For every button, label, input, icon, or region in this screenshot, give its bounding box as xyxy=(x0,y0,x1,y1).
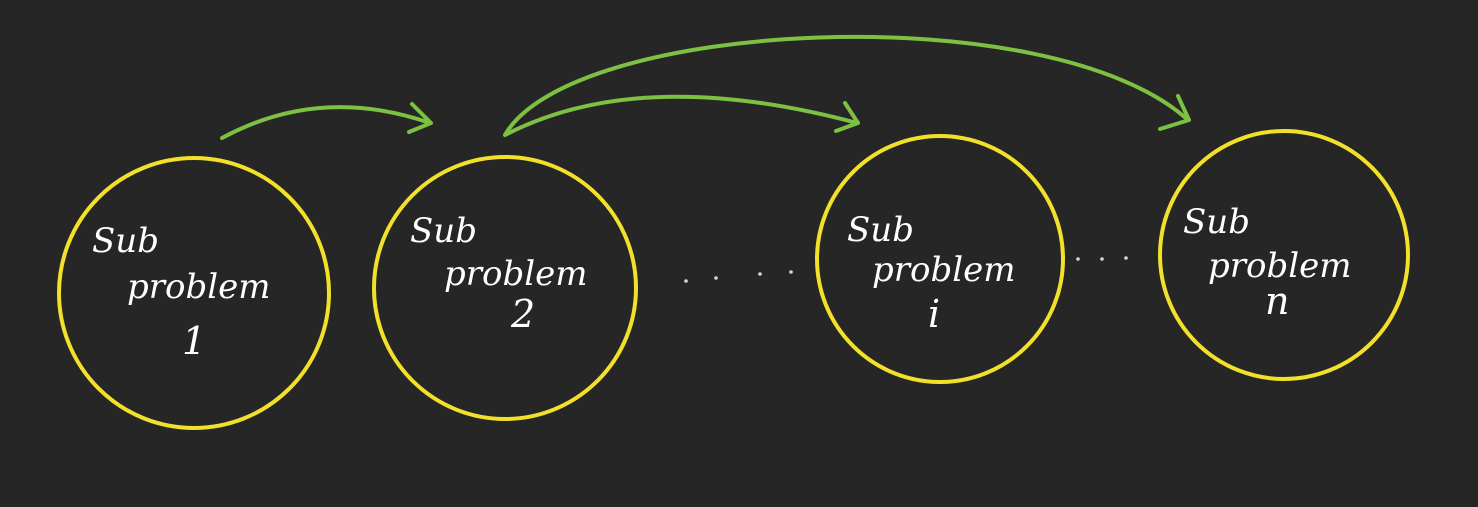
node-sub-problem-n: Sub problem n xyxy=(1158,129,1410,381)
edge-1-to-2 xyxy=(220,102,433,140)
node-outline xyxy=(372,155,638,421)
node-outline xyxy=(1158,129,1410,381)
node-label-line2: problem xyxy=(444,254,588,294)
edge-1-to-2-line xyxy=(220,105,432,140)
node-label-line2: problem xyxy=(1208,246,1352,286)
node-index: 1 xyxy=(182,319,206,363)
node-sub-problem-1: Sub problem 1 xyxy=(57,156,331,430)
edge-2-to-i xyxy=(503,94,860,137)
ellipsis-dot xyxy=(714,276,718,280)
node-outline xyxy=(815,134,1065,384)
edge-1-to-2-arrowhead xyxy=(407,102,433,134)
ellipsis-dot xyxy=(1100,257,1104,261)
node-label-line1: Sub xyxy=(410,211,477,251)
node-outline xyxy=(57,156,331,430)
node-index: n xyxy=(1265,279,1289,323)
node-label-line2: problem xyxy=(872,250,1016,290)
ellipsis-dot xyxy=(758,272,762,276)
edge-2-to-n-line xyxy=(503,34,1190,137)
node-sub-problem-i: Sub problem i xyxy=(815,134,1065,384)
node-index: i xyxy=(928,292,940,336)
edge-2-to-i-arrowhead xyxy=(834,101,860,133)
ellipsis-i-to-n xyxy=(1076,256,1128,261)
ellipsis-dot xyxy=(1124,256,1128,260)
ellipsis-dot xyxy=(1076,257,1080,261)
node-label-line1: Sub xyxy=(1183,202,1250,242)
edge-2-to-n xyxy=(503,34,1191,137)
edge-2-to-n-arrowhead xyxy=(1158,94,1191,131)
node-label-line1: Sub xyxy=(847,210,914,250)
node-label-line1: Sub xyxy=(92,221,159,261)
edge-2-to-i-line xyxy=(503,94,859,137)
node-index: 2 xyxy=(510,292,535,336)
ellipsis-dot xyxy=(789,270,793,274)
node-label-line2: problem xyxy=(127,267,271,307)
ellipsis-2-to-i xyxy=(684,270,793,283)
node-sub-problem-2: Sub problem 2 xyxy=(372,155,638,421)
ellipsis-dot xyxy=(684,279,688,283)
